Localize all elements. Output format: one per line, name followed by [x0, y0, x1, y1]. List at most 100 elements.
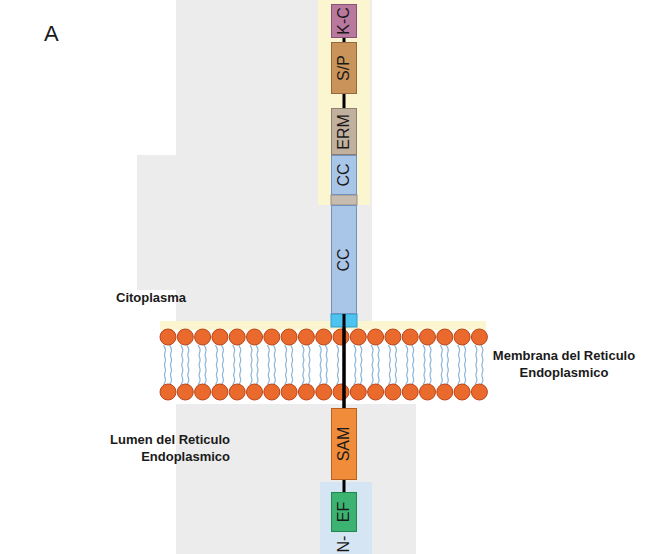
lipid-tail [388, 345, 390, 385]
domain-label: SAM [336, 427, 352, 462]
backbone-line [343, 94, 346, 108]
terminus-label: N- [336, 536, 352, 553]
lipid-head [212, 329, 228, 345]
lipid-tail [181, 345, 183, 385]
lipid-tail [250, 345, 252, 385]
lipid-head [264, 384, 280, 400]
lipid-head [437, 384, 453, 400]
lipid-head [229, 384, 245, 400]
lipid-tail [302, 345, 304, 385]
lipid-head [195, 384, 211, 400]
lipid-head [385, 384, 401, 400]
domain-label: K-C [336, 7, 352, 35]
lipid-head [177, 384, 193, 400]
lipid-head [316, 384, 332, 400]
domain-label: EF [336, 502, 352, 522]
domain-label: ERM [336, 114, 352, 150]
domain-box: K-C [331, 4, 357, 38]
background-panel [176, 0, 372, 322]
highlight-band [318, 0, 370, 205]
lipid-tail [325, 345, 327, 385]
lipid-head [420, 384, 436, 400]
lipid-head [298, 384, 314, 400]
lipid-head [350, 329, 366, 345]
panel-letter: A [44, 20, 59, 49]
backbone-line [343, 480, 346, 492]
lipid-tail [481, 345, 483, 385]
domain-label: CC [336, 248, 352, 271]
domain-label: CC [336, 163, 352, 186]
lipid-head [333, 384, 349, 400]
highlight-band [320, 482, 372, 554]
background-panel [137, 155, 176, 290]
lipid-tail [170, 345, 172, 385]
lipid-tail [429, 345, 431, 385]
region-label: Citoplasma [116, 290, 186, 307]
linker-segment [331, 195, 357, 205]
lipid-head [454, 384, 470, 400]
lipid-tail [371, 345, 373, 385]
lipid-tail [239, 345, 241, 385]
lipid-tail [423, 345, 425, 385]
lipid-tail [256, 345, 258, 385]
lipid-head [212, 384, 228, 400]
lipid-tail [394, 345, 396, 385]
lipid-head [420, 329, 436, 345]
lipid-tail [164, 345, 166, 385]
lipid-head [247, 384, 263, 400]
lipid-head [229, 329, 245, 345]
lipid-head [247, 329, 263, 345]
lipid-tail [267, 345, 269, 385]
region-label: Lumen del Reticulo Endoplasmico [62, 432, 230, 466]
lipid-head [454, 329, 470, 345]
background-panel [176, 404, 416, 554]
lipid-head [471, 329, 487, 345]
lipid-head [160, 329, 176, 345]
lipid-tail [198, 345, 200, 385]
lipid-tail [215, 345, 217, 385]
lipid-head [350, 384, 366, 400]
domain-box: SAM [331, 408, 357, 480]
lipid-tail [354, 345, 356, 385]
lipid-head [402, 329, 418, 345]
lipid-head [281, 384, 297, 400]
domain-box: ERM [331, 108, 357, 155]
region-label: Membrana del Reticulo Endoplasmico [476, 348, 652, 382]
domain-label: S/P [336, 55, 352, 81]
lipid-tail [204, 345, 206, 385]
lipid-bilayer [160, 329, 487, 400]
lipid-tail [440, 345, 442, 385]
backbone-line [343, 314, 346, 408]
lipid-tail [446, 345, 448, 385]
lipid-tail [291, 345, 293, 385]
coiled-coil-box: CC [331, 205, 357, 314]
lipid-tail [308, 345, 310, 385]
lipid-head [264, 329, 280, 345]
domain-box: EF [331, 492, 357, 532]
lipid-tail [360, 345, 362, 385]
lipid-head [368, 329, 384, 345]
lipid-head [368, 384, 384, 400]
lipid-tail [412, 345, 414, 385]
lipid-head [177, 329, 193, 345]
lipid-tail [319, 345, 321, 385]
lipid-tail [475, 345, 477, 385]
lipid-tail [285, 345, 287, 385]
lipid-head [437, 329, 453, 345]
lipid-tail [464, 345, 466, 385]
lipid-head [316, 329, 332, 345]
lipid-tail [187, 345, 189, 385]
lipid-head [160, 384, 176, 400]
lipid-tail [377, 345, 379, 385]
lipid-tail [273, 345, 275, 385]
lipid-head [402, 384, 418, 400]
domain-box: S/P [331, 42, 357, 94]
lipid-head [333, 329, 349, 345]
lipid-head [385, 329, 401, 345]
coiled-coil-box: CC [331, 155, 357, 195]
lipid-head [471, 384, 487, 400]
lipid-tail [233, 345, 235, 385]
lipid-head [195, 329, 211, 345]
lipid-head [298, 329, 314, 345]
